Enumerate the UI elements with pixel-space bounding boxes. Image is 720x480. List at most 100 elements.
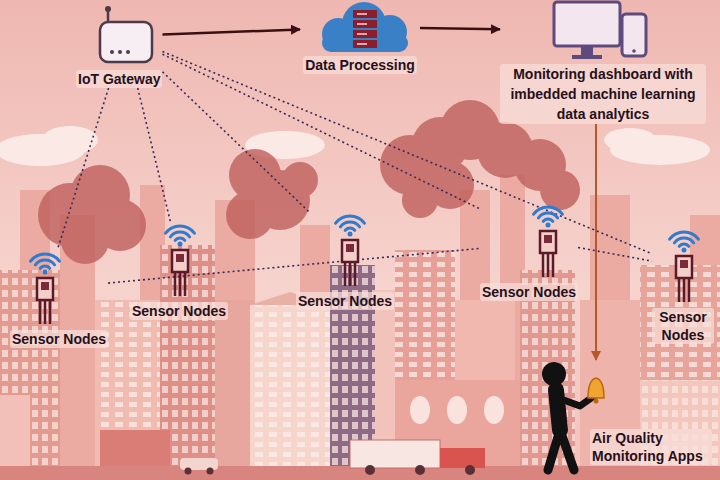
node-label: Sensor Nodes bbox=[480, 283, 578, 301]
sensor-icon-part bbox=[40, 266, 50, 268]
node-label: Air Quality Monitoring Apps bbox=[590, 429, 712, 465]
far-skyline-part bbox=[215, 200, 255, 480]
dotted-link bbox=[57, 88, 108, 250]
sensor-node: Sensor Nodes bbox=[480, 203, 578, 301]
node-label: Sensor Nodes bbox=[652, 308, 714, 344]
mid-buildings-part bbox=[215, 300, 255, 480]
mid-buildings-part bbox=[0, 270, 60, 480]
front-buildings-part bbox=[250, 305, 330, 480]
sensor-node: Sensor Nodes bbox=[652, 228, 714, 344]
sensor-icon-part bbox=[44, 300, 47, 324]
sensor-icon bbox=[160, 222, 200, 300]
dashboard-devices-icon-part bbox=[554, 2, 620, 46]
person-with-phone-icon-part bbox=[588, 378, 604, 398]
pollution-smoke-part bbox=[540, 170, 580, 210]
node-label: Sensor Nodes bbox=[130, 302, 228, 320]
sensor-icon-part bbox=[39, 300, 42, 324]
cloud-server-icon-part bbox=[357, 43, 367, 45]
sensor-icon-part bbox=[542, 253, 545, 277]
gateway-icon-part bbox=[118, 50, 122, 54]
node-label: IoT Gateway bbox=[76, 70, 162, 88]
flow-arrow bbox=[420, 28, 500, 29]
dotted-link bbox=[163, 54, 481, 209]
app-node: Air Quality Monitoring Apps bbox=[526, 360, 712, 475]
sensor-icon-part bbox=[179, 272, 182, 296]
sensor-icon-part bbox=[336, 216, 365, 223]
sensor-icon-part bbox=[348, 232, 353, 237]
street-part bbox=[185, 468, 192, 475]
mid-buildings bbox=[0, 245, 720, 480]
processing-node: Data Processing bbox=[300, 0, 420, 74]
cloud-server-icon-part bbox=[353, 20, 377, 28]
dashboard-node: Monitoring dashboard with imbedded machi… bbox=[500, 0, 706, 124]
front-buildings bbox=[0, 292, 720, 480]
mid-buildings-part bbox=[520, 270, 575, 480]
node-label: Data Processing bbox=[303, 56, 417, 74]
dotted-link bbox=[138, 88, 171, 222]
dashboard-devices-icon-part bbox=[622, 14, 646, 56]
sensor-icon-part bbox=[174, 272, 177, 296]
sensor-icon-part bbox=[178, 242, 183, 247]
gateway-node: IoT Gateway bbox=[76, 4, 162, 88]
sensor-icon-part bbox=[670, 232, 699, 239]
node-label: Sensor Nodes bbox=[10, 330, 108, 348]
sensor-icon-part bbox=[547, 253, 550, 277]
sensor-icon-part bbox=[41, 282, 49, 290]
street-part bbox=[465, 465, 475, 475]
sensor-icon-part bbox=[534, 207, 563, 214]
sensor-icon-part bbox=[676, 256, 692, 278]
sensor-icon-part bbox=[349, 262, 352, 286]
dashboard-devices-icon-part bbox=[581, 46, 593, 55]
sensor-icon-part bbox=[679, 244, 689, 246]
sensor-icon-part bbox=[680, 260, 688, 268]
street-part bbox=[440, 448, 485, 468]
sensor-node: Sensor Nodes bbox=[296, 212, 394, 310]
sensor-icon-part bbox=[340, 222, 359, 227]
sensor-icon bbox=[25, 250, 65, 328]
cloud-server-icon-part bbox=[357, 23, 367, 25]
sensor-icon-part bbox=[342, 240, 358, 262]
sensor-icon bbox=[664, 228, 704, 306]
gateway-icon-part bbox=[126, 50, 130, 54]
sensor-icon-part bbox=[184, 272, 187, 296]
sensor-node: Sensor Nodes bbox=[130, 222, 228, 320]
front-buildings-part bbox=[250, 305, 330, 480]
cloud-server-icon-part bbox=[353, 10, 377, 18]
street-part bbox=[365, 465, 375, 475]
sensor-icon-part bbox=[538, 213, 557, 218]
street-part bbox=[415, 465, 425, 475]
sensor-icon-part bbox=[546, 223, 551, 228]
sensor-icon-part bbox=[678, 278, 681, 302]
white-clouds-part bbox=[604, 128, 656, 152]
front-buildings-part bbox=[447, 396, 467, 424]
dotted-link bbox=[108, 248, 480, 283]
person-with-phone-icon-part bbox=[548, 430, 574, 470]
sensor-icon-part bbox=[683, 278, 686, 302]
sensor-icon-part bbox=[552, 253, 555, 277]
sensor-icon-part bbox=[345, 228, 355, 230]
gateway-icon bbox=[90, 4, 160, 68]
sensor-icon-part bbox=[43, 270, 48, 275]
node-label: Sensor Nodes bbox=[296, 292, 394, 310]
mid-buildings-part bbox=[520, 270, 575, 480]
far-skyline bbox=[20, 175, 720, 480]
cloud-server-icon-part bbox=[357, 33, 367, 35]
pollution-smoke-part bbox=[402, 182, 438, 218]
dashboard-devices-icon-part bbox=[632, 49, 636, 53]
cloud-server-icon-part bbox=[353, 30, 377, 38]
sensor-icon-part bbox=[544, 235, 552, 243]
sensor-icon bbox=[528, 203, 568, 281]
sensor-icon-part bbox=[344, 262, 347, 286]
dashboard-devices-icon-part bbox=[572, 55, 602, 59]
dashboard-devices-icon bbox=[552, 0, 648, 62]
sensor-icon-part bbox=[682, 248, 687, 253]
sensor-icon-part bbox=[166, 226, 195, 233]
pollution-smoke bbox=[38, 100, 580, 264]
gateway-icon-part bbox=[105, 6, 111, 12]
white-clouds-part bbox=[42, 126, 98, 154]
cloud-server-icon-part bbox=[353, 40, 377, 48]
sensor-icon-part bbox=[674, 238, 693, 243]
gateway-icon-part bbox=[110, 50, 114, 54]
flow-arrow bbox=[595, 124, 597, 360]
street-part bbox=[180, 458, 218, 470]
